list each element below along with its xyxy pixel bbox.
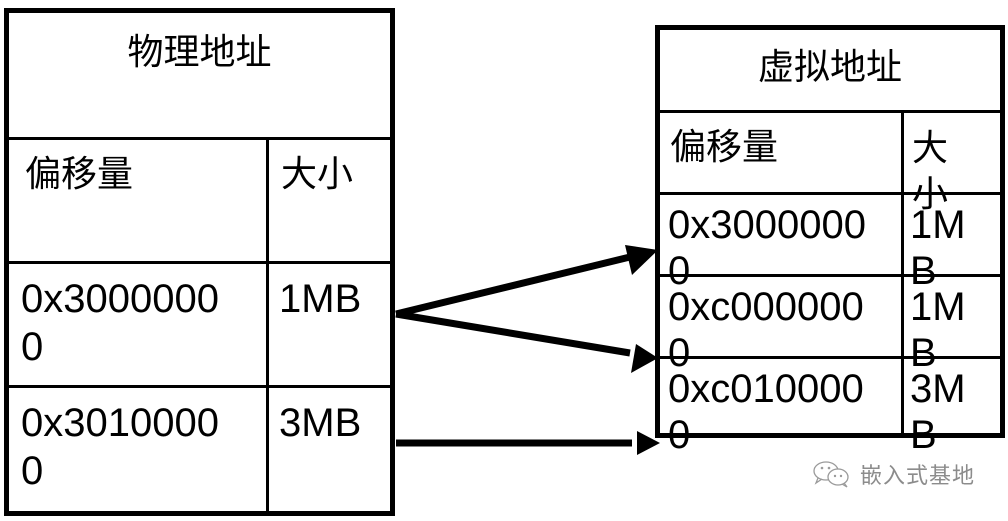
arrow-physical1-to-virtual2 — [396, 431, 660, 455]
physical-row-offset: 0x3010000 0 — [21, 401, 219, 493]
physical-table-title: 物理地址 — [127, 32, 272, 73]
arrow-physical0-to-virtual1 — [395, 310, 658, 373]
divider — [266, 137, 269, 511]
physical-row-offset: 0x3000000 0 — [21, 277, 219, 369]
physical-header-size: 大小 — [281, 154, 354, 195]
arrow-physical0-to-virtual0 — [395, 245, 658, 318]
divider — [901, 110, 904, 433]
watermark: 嵌入式基地 — [812, 458, 975, 490]
divider — [9, 261, 390, 264]
virtual-address-table: 虚拟地址 偏移量 大 小 0x3000000 0 1M B 0xc000000 … — [655, 25, 1005, 457]
virtual-row-size: 1M B — [910, 203, 966, 293]
watermark-text: 嵌入式基地 — [860, 464, 976, 489]
physical-row-size: 1MB — [279, 277, 362, 321]
physical-row-size: 3MB — [279, 401, 362, 445]
divider — [660, 356, 1000, 359]
arrowhead-icon — [631, 344, 658, 373]
physical-address-table: 物理地址 偏移量 大小 0x3000000 0 1MB 0x3010000 0 … — [4, 8, 395, 516]
divider — [660, 274, 1000, 277]
virtual-row-offset: 0xc010000 0 — [668, 367, 864, 457]
arrowhead-icon — [625, 245, 658, 275]
virtual-row-size: 1M B — [910, 285, 966, 375]
arrowhead-icon — [637, 431, 660, 455]
divider — [660, 192, 1000, 195]
virtual-row-size: 3M B — [910, 367, 966, 457]
virtual-row-offset: 0x3000000 0 — [668, 203, 866, 293]
virtual-header-offset: 偏移量 — [670, 127, 779, 168]
physical-header-offset: 偏移量 — [25, 154, 134, 195]
virtual-table-title: 虚拟地址 — [757, 47, 902, 88]
wechat-icon — [813, 461, 849, 488]
divider — [660, 110, 1000, 113]
divider — [9, 385, 390, 388]
virtual-row-offset: 0xc000000 0 — [668, 285, 864, 375]
divider — [9, 137, 390, 140]
